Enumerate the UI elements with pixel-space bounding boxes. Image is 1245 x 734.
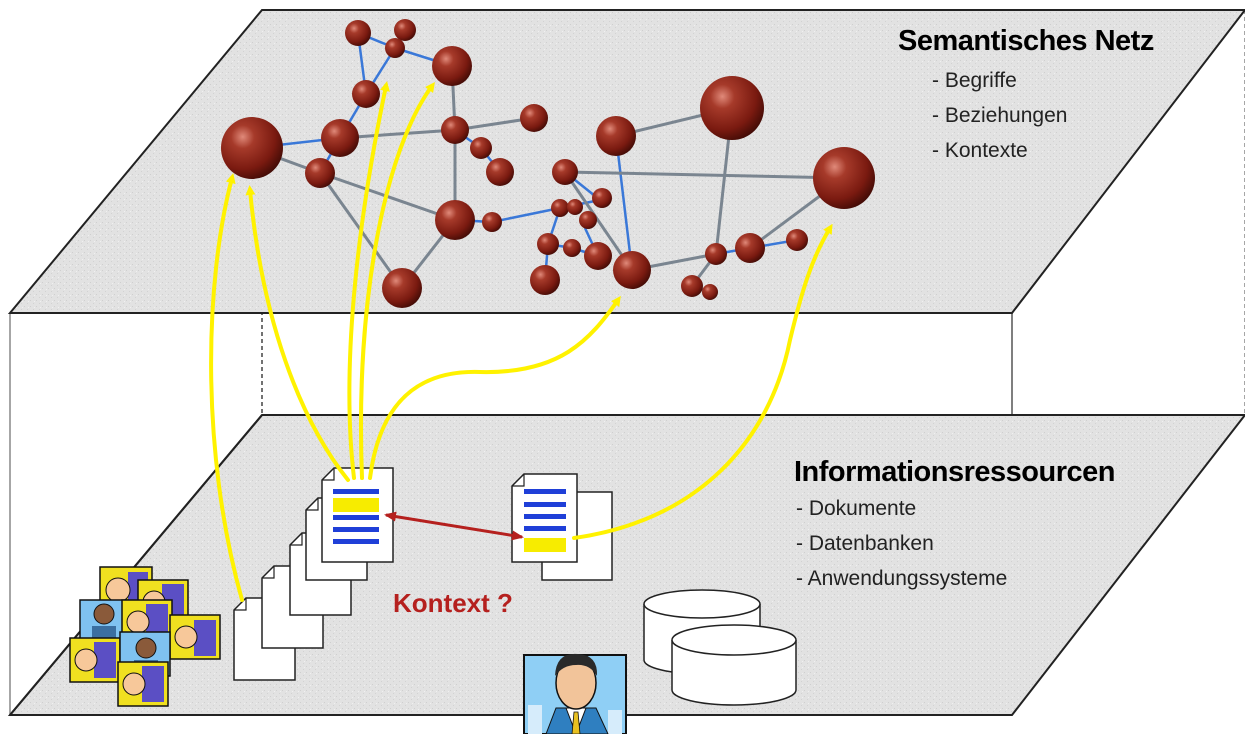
semantic-item: - Beziehungen [932, 104, 1067, 127]
semantic-layer-legend: Semantisches Netz - Begriffe - Beziehung… [898, 25, 1154, 162]
concept-node [579, 211, 597, 229]
concept-node [435, 200, 475, 240]
concept-node [352, 80, 380, 108]
concept-node [345, 20, 371, 46]
concept-node [552, 159, 578, 185]
user-tile [117, 661, 169, 707]
concept-node [520, 104, 548, 132]
user-icon [523, 653, 627, 734]
concept-node [567, 199, 583, 215]
semantic-layer-title: Semantisches Netz [898, 25, 1154, 57]
semantic-item: - Begriffe [932, 69, 1017, 92]
concept-node [441, 116, 469, 144]
concept-node [221, 117, 283, 179]
concept-node [700, 76, 764, 140]
relation-arrows [209, 81, 833, 602]
concept-node [702, 284, 718, 300]
concept-node [551, 199, 569, 217]
concept-node [305, 158, 335, 188]
user-group-icon [69, 566, 221, 707]
information-layer-title: Informationsressourcen [794, 456, 1115, 488]
database-icon [671, 624, 797, 706]
concept-node [382, 268, 422, 308]
semantic-network-nodes [221, 19, 875, 308]
information-item: - Datenbanken [796, 532, 934, 555]
concept-node [786, 229, 808, 251]
context-link [384, 511, 524, 541]
concept-node [705, 243, 727, 265]
concept-node [592, 188, 612, 208]
information-item: - Dokumente [796, 497, 916, 520]
information-layer-legend: Informationsressourcen - Dokumente - Dat… [794, 456, 1115, 590]
context-question: Kontext ? [393, 588, 513, 618]
concept-node [470, 137, 492, 159]
concept-node [563, 239, 581, 257]
concept-node [530, 265, 560, 295]
concept-node [482, 212, 502, 232]
concept-node [681, 275, 703, 297]
user-tile [169, 614, 221, 660]
information-item: - Anwendungssysteme [796, 567, 1007, 590]
semantic-plane [7, 9, 1245, 314]
concept-node [537, 233, 559, 255]
concept-node [394, 19, 416, 41]
concept-node [613, 251, 651, 289]
concept-node [813, 147, 875, 209]
concept-node [584, 242, 612, 270]
concept-node [432, 46, 472, 86]
concept-node [486, 158, 514, 186]
concept-node [596, 116, 636, 156]
concept-node [321, 119, 359, 157]
concept-node [735, 233, 765, 263]
semantic-item: - Kontexte [932, 139, 1028, 162]
document-stack [233, 467, 394, 681]
document-icon-highlighted [321, 467, 394, 563]
user-tile [69, 637, 121, 683]
concept-node [385, 38, 405, 58]
